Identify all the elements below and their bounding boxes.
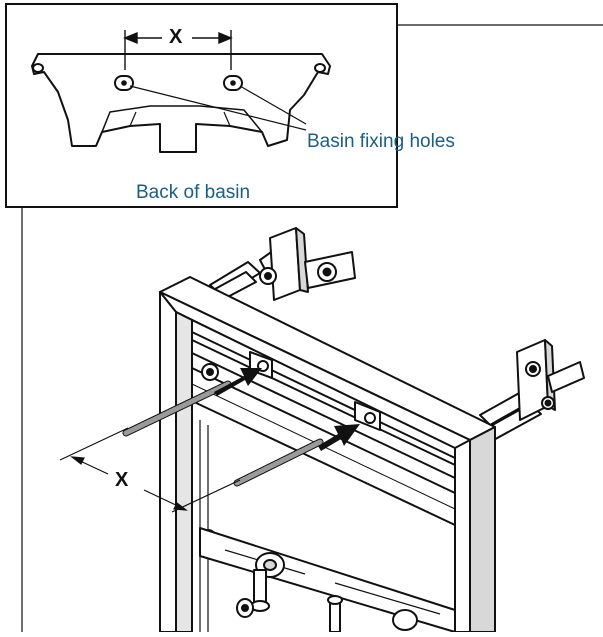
basin-fixing-holes-label: Basin fixing holes xyxy=(307,131,455,152)
basin-fixing-holes-icon xyxy=(114,75,243,91)
pipe-fittings xyxy=(236,552,418,633)
inset-dimension-label: X xyxy=(169,26,183,48)
threaded-rods xyxy=(122,380,324,487)
callout-lines xyxy=(21,24,603,632)
installation-frame xyxy=(159,227,585,633)
back-of-basin-caption: Back of basin xyxy=(136,182,251,203)
basin-inset xyxy=(5,3,398,208)
frame-dimension-x xyxy=(59,427,241,513)
fixing-holes-leader-lines xyxy=(129,85,307,131)
frame-dimension-label: X xyxy=(115,469,129,491)
top-wall-bracket xyxy=(259,227,356,301)
right-wall-bracket xyxy=(516,339,585,421)
inset-dimension-x xyxy=(123,30,233,70)
insertion-arrows xyxy=(214,368,360,451)
basin-back-outline xyxy=(31,53,331,153)
